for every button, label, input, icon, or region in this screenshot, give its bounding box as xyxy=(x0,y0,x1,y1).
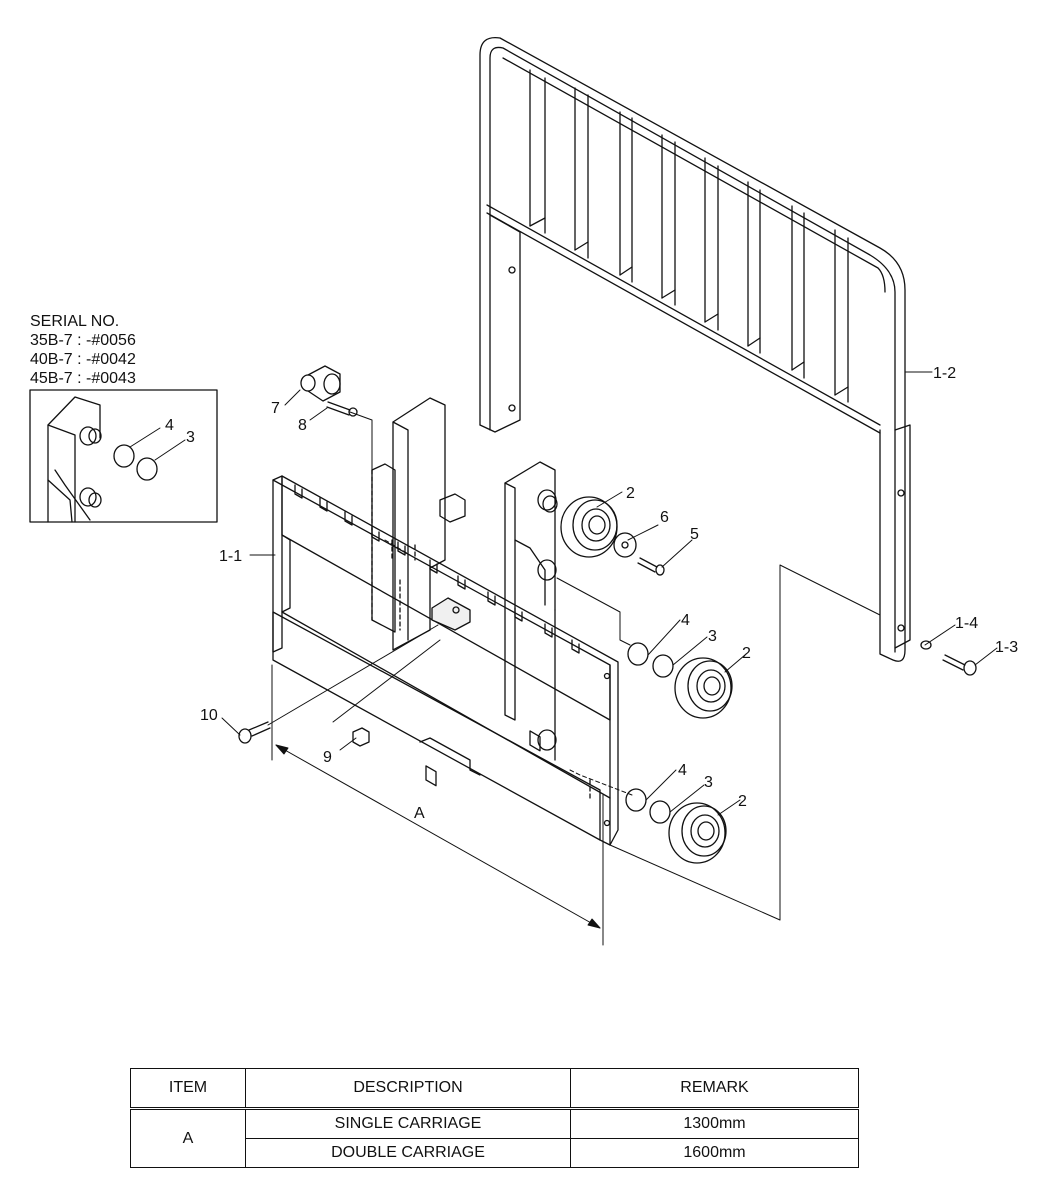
dimension-a xyxy=(272,665,603,945)
roller-middle xyxy=(675,658,732,718)
callout-2-lower: 2 xyxy=(738,793,747,810)
callout-1-1: 1-1 xyxy=(219,548,242,565)
callout-7: 7 xyxy=(271,400,280,417)
serial-line-45b7: 45B-7 : -#0043 xyxy=(30,370,136,387)
shim-3-low xyxy=(650,801,670,823)
callout-1-2: 1-2 xyxy=(933,365,956,382)
callout-leaders xyxy=(222,372,997,815)
backrest-slats xyxy=(530,70,848,402)
callout-5: 5 xyxy=(690,526,699,543)
callout-4-middle: 4 xyxy=(681,612,690,629)
header-item: ITEM xyxy=(130,1068,246,1109)
serial-number-note: SERIAL NO. 35B-7 : -#0056 40B-7 : -#0042… xyxy=(30,312,136,388)
fork-carriage xyxy=(273,398,618,845)
stopper-7 xyxy=(301,366,340,401)
callout-2-upper: 2 xyxy=(626,485,635,502)
nut-9 xyxy=(353,728,369,746)
callout-3-middle: 3 xyxy=(708,628,717,645)
serial-washer-4 xyxy=(114,445,134,467)
serial-line-40b7: 40B-7 : -#0042 xyxy=(30,351,136,368)
remark-cell: 1600mm xyxy=(570,1138,859,1168)
shim-3-mid xyxy=(653,655,673,677)
callout-4-lower: 4 xyxy=(678,762,687,779)
serial-callout-3: 3 xyxy=(186,429,195,446)
roller-lower xyxy=(669,803,726,863)
callout-labels: 1-2 1-1 1-4 1-3 2 2 2 3 3 4 4 5 6 7 8 9 … xyxy=(165,365,1018,822)
washer-4-mid xyxy=(628,643,648,665)
serial-shim-3 xyxy=(137,458,157,480)
serial-line-35b7: 35B-7 : -#0056 xyxy=(30,332,136,349)
header-remark: REMARK xyxy=(570,1068,859,1109)
table-row: A SINGLE CARRIAGE 1300mm xyxy=(130,1108,859,1168)
description-cell: SINGLE CARRIAGE xyxy=(245,1108,571,1139)
bolt-10 xyxy=(239,722,270,743)
serial-callout-4: 4 xyxy=(165,417,174,434)
roller-upper xyxy=(543,496,617,557)
washer-6 xyxy=(614,533,636,557)
bolt-1-3 xyxy=(943,655,976,675)
callout-2-middle: 2 xyxy=(742,645,751,662)
callout-3-lower: 3 xyxy=(704,774,713,791)
table-header-row: ITEM DESCRIPTION REMARK xyxy=(130,1068,859,1109)
serial-detail-box xyxy=(30,390,217,522)
callout-10: 10 xyxy=(200,707,218,724)
load-backrest xyxy=(480,38,976,675)
washer-1-4 xyxy=(921,641,931,649)
carriage-spec-table: ITEM DESCRIPTION REMARK A SINGLE CARRIAG… xyxy=(130,1068,859,1168)
remark-cell: 1300mm xyxy=(570,1108,859,1139)
item-cell: A xyxy=(130,1108,246,1168)
washer-4-low xyxy=(626,789,646,811)
description-cell: DOUBLE CARRIAGE xyxy=(245,1138,571,1168)
callout-9: 9 xyxy=(323,749,332,766)
callout-1-3: 1-3 xyxy=(995,639,1018,656)
bolt-5 xyxy=(638,558,657,572)
callout-6: 6 xyxy=(660,509,669,526)
callout-8: 8 xyxy=(298,417,307,434)
dimension-a-label: A xyxy=(414,805,425,822)
bolt-8 xyxy=(327,402,350,415)
header-description: DESCRIPTION xyxy=(245,1068,571,1109)
table-row: DOUBLE CARRIAGE 1600mm xyxy=(131,1138,859,1168)
callout-1-4: 1-4 xyxy=(955,615,978,632)
serial-title: SERIAL NO. xyxy=(30,313,120,330)
